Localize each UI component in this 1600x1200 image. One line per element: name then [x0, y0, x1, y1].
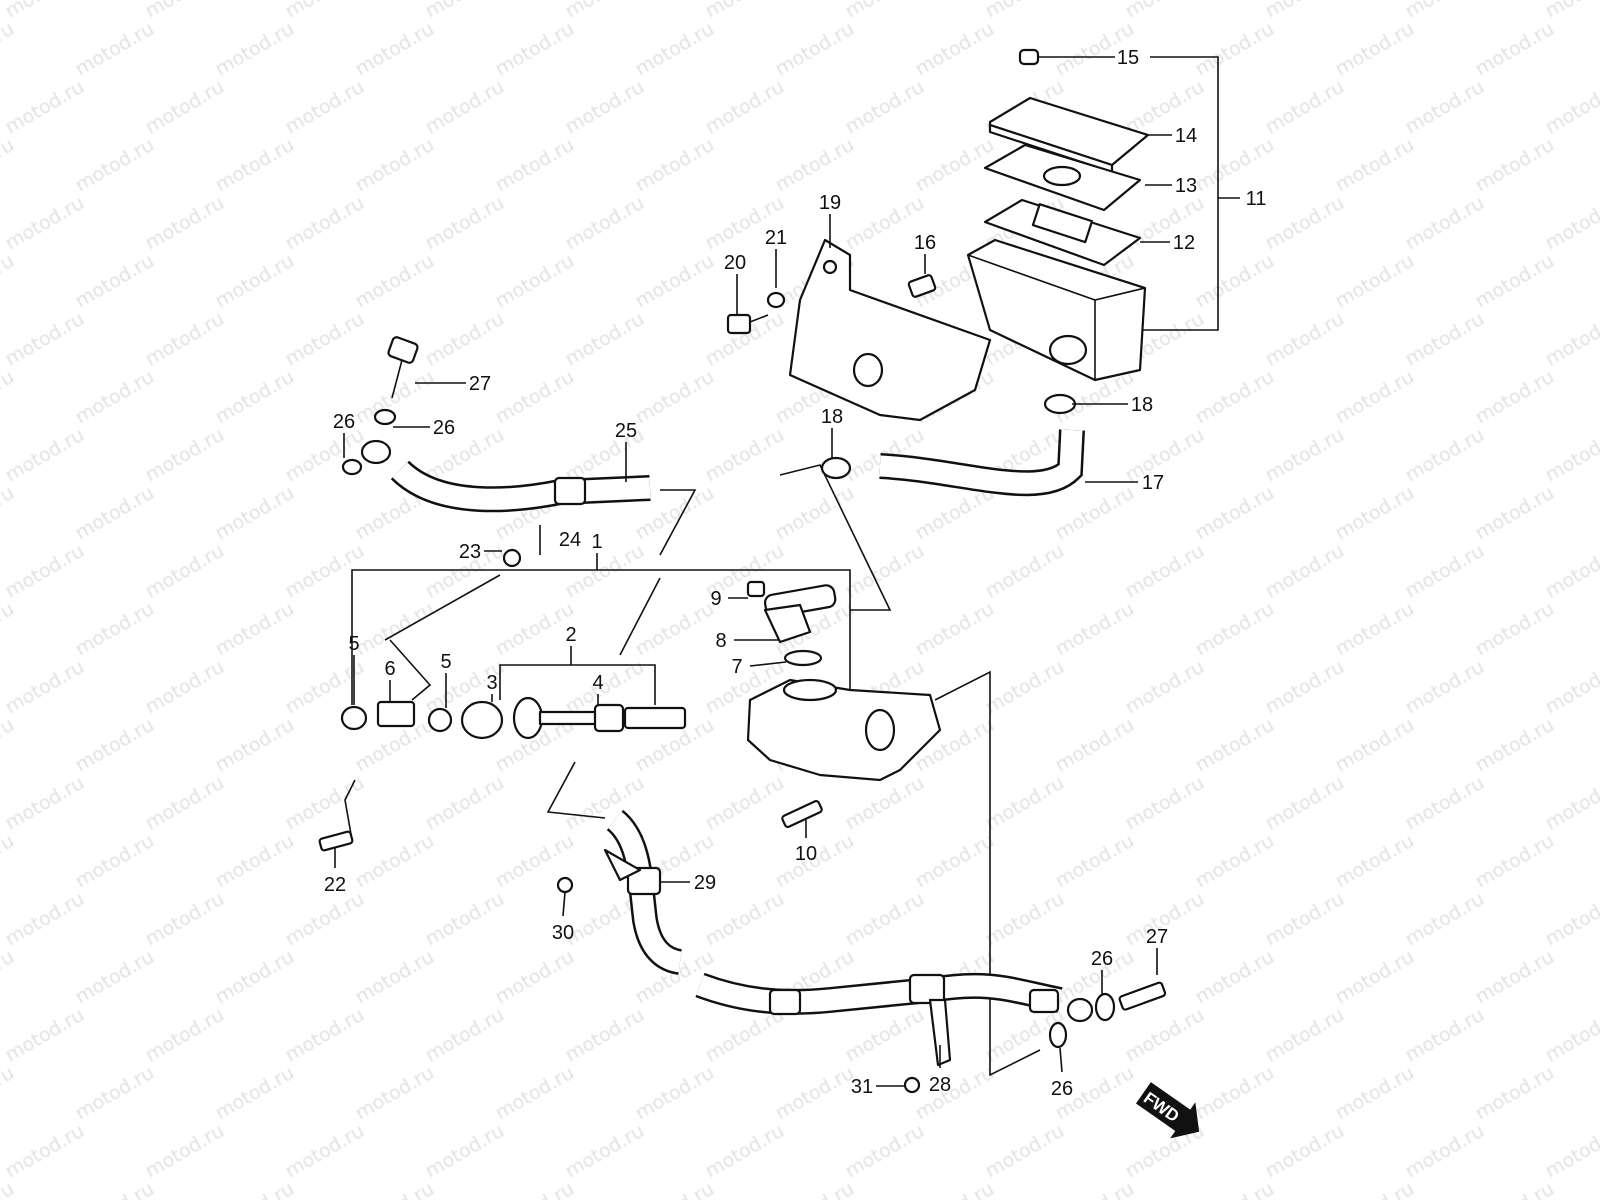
part-number-13: 13: [1175, 175, 1197, 197]
part-number-10: 10: [795, 843, 817, 865]
part-number-21: 21: [765, 227, 787, 249]
part-number-9: 9: [710, 588, 721, 610]
part-number-12: 12: [1173, 232, 1195, 254]
part-number-3: 3: [486, 672, 497, 694]
part-number-30: 30: [552, 922, 574, 944]
part-number-1: 1: [591, 531, 602, 553]
part-number-26: 26: [1051, 1078, 1073, 1100]
part-number-27: 27: [469, 373, 491, 395]
part-number-20: 20: [724, 252, 746, 274]
part-number-5: 5: [348, 633, 359, 655]
reservoir-cap: [988, 96, 1150, 174]
hose-clamp: [820, 393, 1077, 480]
part-number-19: 19: [819, 192, 841, 214]
master-cylinder-parts: [318, 525, 942, 852]
lower-clutch-hose: [556, 809, 1167, 1094]
leader-line: [749, 661, 787, 667]
upper-clutch-hose: [341, 336, 651, 513]
part-number-29: 29: [694, 872, 716, 894]
reservoir-hose: [879, 429, 1085, 497]
part-number-26: 26: [1091, 948, 1113, 970]
part-number-2: 2: [565, 624, 576, 646]
assembly-brackets: [344, 56, 1240, 1077]
part-number-15: 15: [1117, 47, 1139, 69]
part-number-11: 11: [1246, 188, 1267, 210]
reservoir-body: [966, 238, 1147, 382]
part-number-22: 22: [324, 874, 346, 896]
forward-arrow-icon: FWD: [1135, 1082, 1200, 1139]
part-number-31: 31: [851, 1076, 873, 1098]
reservoir-bracket: [788, 238, 992, 422]
part-number-17: 17: [1142, 472, 1164, 494]
part-number-18: 18: [1131, 394, 1153, 416]
part-number-23: 23: [459, 541, 481, 563]
part-number-7: 7: [731, 656, 742, 678]
part-number-4: 4: [592, 672, 603, 694]
part-number-28: 28: [929, 1074, 951, 1096]
leader-line: [562, 891, 566, 917]
part-number-14: 14: [1175, 125, 1197, 147]
part-number-16: 16: [914, 232, 936, 254]
part-number-26: 26: [333, 411, 355, 433]
diaphragm: [983, 198, 1142, 267]
part-number-8: 8: [715, 630, 726, 652]
part-number-18: 18: [821, 406, 843, 428]
part-number-25: 25: [615, 420, 637, 442]
diaphragm-plate: [983, 143, 1142, 212]
part-number-27: 27: [1146, 926, 1168, 948]
leader-line: [1059, 1047, 1063, 1073]
part-number-6: 6: [384, 658, 395, 680]
part-number-24: 24: [559, 529, 581, 551]
part-number-26: 26: [433, 417, 455, 439]
part-number-5: 5: [440, 651, 451, 673]
